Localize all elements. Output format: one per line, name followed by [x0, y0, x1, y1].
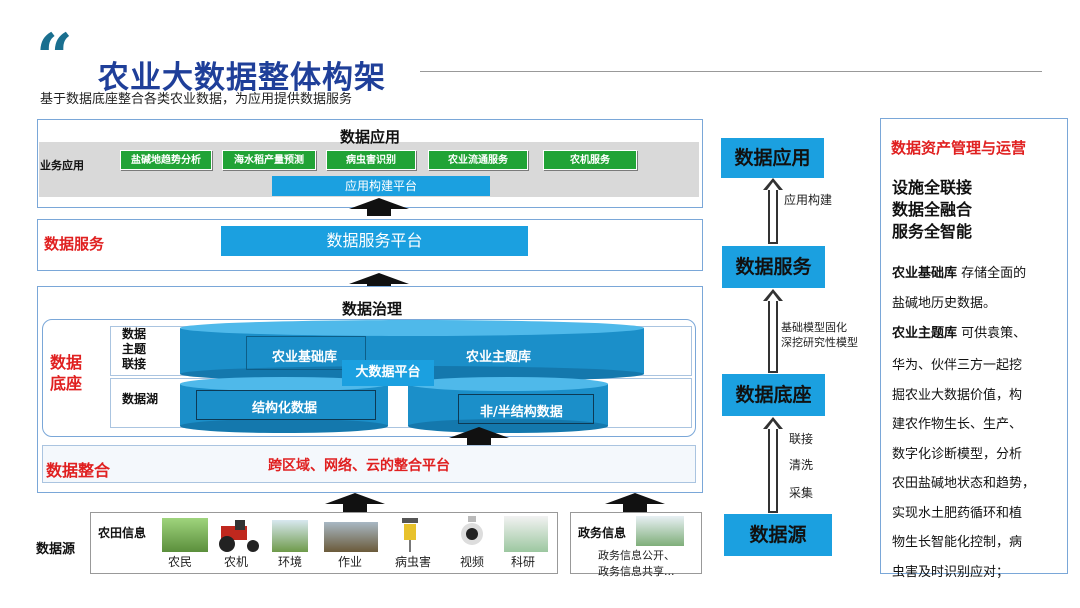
- app-agri-circulation[interactable]: 农业流通服务: [428, 150, 528, 170]
- camera-icon: [458, 516, 486, 552]
- arrow-up-icon: [449, 427, 509, 438]
- theme-lib-line: 建农作物生长、生产、: [892, 417, 1023, 432]
- integration-row: [42, 445, 696, 483]
- theme-lib-line: 掘农业大数据价值，构: [892, 387, 1023, 403]
- flow-data-source: 数据源: [724, 514, 832, 556]
- app-saline-trend[interactable]: 盐碱地趋势分析: [120, 150, 212, 170]
- data-source-label: 数据源: [36, 542, 76, 557]
- flow-data-base: 数据底座: [722, 374, 825, 416]
- title-divider: [420, 71, 1042, 72]
- point-service: 服务全智能: [892, 222, 973, 241]
- arrow-up-icon: [605, 493, 665, 504]
- farm-item-label: 视频: [459, 555, 484, 569]
- basic-lib-text: 存储全面的: [961, 266, 1027, 281]
- point-facility: 设施全联接: [892, 178, 973, 197]
- agri-theme-lib: 农业主题库: [466, 350, 532, 365]
- farm-item-label: 环境: [277, 555, 302, 569]
- farm-item-label: 农民: [167, 555, 192, 569]
- field-photo-icon: [272, 520, 308, 552]
- flow-data-service: 数据服务: [722, 246, 825, 288]
- quote-mark-icon: “: [36, 20, 73, 95]
- bigdata-platform: 大数据平台: [342, 360, 434, 386]
- structured-data: 结构化数据: [252, 401, 318, 416]
- service-layer-label: 数据服务: [44, 235, 105, 253]
- pest-trap-icon: [398, 518, 422, 552]
- asset-panel-title: 数据资产管理与运营: [891, 139, 1027, 157]
- model-note-1: 基础模型固化: [781, 321, 847, 334]
- integration-platform: 跨区域、网络、云的整合平台: [268, 458, 450, 474]
- arrow-stem: [367, 208, 391, 216]
- model-note-2: 深挖研究性模型: [781, 336, 858, 349]
- arrow-up-icon: [349, 273, 409, 284]
- data-service-platform: 数据服务平台: [221, 226, 528, 256]
- theme-lib-text: 可供袁策、: [961, 326, 1027, 341]
- tractor-icon: [213, 520, 263, 552]
- agri-basic-lib: 农业基础库: [272, 350, 338, 365]
- arrow-stem: [343, 503, 367, 512]
- theme-lib-title: 农业主题库: [892, 326, 958, 341]
- gov-photo-icon: [636, 516, 684, 546]
- data-base-label: 数据 底座: [50, 353, 83, 393]
- app-layer-title: 数据应用: [340, 128, 401, 146]
- theme-lib-line: 数字化诊断模型，分析: [892, 446, 1023, 462]
- arrow-up-icon: [325, 493, 385, 504]
- business-app-label: 业务应用: [40, 159, 84, 172]
- page-subtitle: 基于数据底座整合各类农业数据，为应用提供数据服务: [40, 92, 353, 107]
- collect-note: 采集: [789, 486, 814, 500]
- theme-lib-line: 物生长智能化控制，病: [892, 535, 1023, 550]
- app-farm-machinery[interactable]: 农机服务: [543, 150, 637, 170]
- page-title: 农业大数据整体构架: [98, 60, 386, 96]
- farm-item-label: 科研: [510, 555, 535, 569]
- structured-cylinder: [180, 377, 388, 433]
- asset-management-panel: [880, 118, 1068, 574]
- field-work-icon: [324, 522, 378, 552]
- app-build-platform: 应用构建平台: [272, 176, 490, 196]
- farm-item-label: 病虫害: [394, 555, 431, 569]
- hollow-arrow-up-icon: [763, 289, 783, 373]
- gov-info-line2: 政务信息共享...: [598, 565, 675, 578]
- basic-lib-frame: [246, 336, 366, 370]
- flow-data-app: 数据应用: [721, 138, 824, 178]
- arrow-up-icon: [349, 198, 409, 209]
- unstructured-data: 非/半结构数据: [480, 405, 563, 420]
- integration-label: 数据整合: [46, 461, 111, 480]
- hollow-arrow-up-icon: [763, 417, 783, 513]
- theme-lib-line: 实现水土肥药循环和植: [892, 505, 1023, 521]
- farm-item-label: 农机: [223, 555, 248, 569]
- app-pest-recognition[interactable]: 病虫害识别: [326, 150, 416, 170]
- theme-lib-body: 华为、伙伴三方一起挖 掘农业大数据价值，构 建农作物生长、生产、 数字化诊断模型…: [892, 351, 1035, 587]
- theme-lib-line: 虫害及时识别应对；: [892, 564, 1010, 580]
- gov-info-title: 政务信息: [578, 526, 627, 540]
- gov-info-line1: 政务信息公开、: [598, 549, 675, 562]
- unstructured-cylinder: [408, 377, 608, 433]
- arrow-stem: [623, 503, 647, 512]
- hollow-arrow-up-icon: [763, 178, 783, 244]
- theme-connect-label: 数据 主题 联接: [122, 327, 147, 371]
- basic-lib-line2: 盐碱地历史数据。: [892, 296, 997, 311]
- theme-lib-line: 农田盐碱地状态和趋势，: [892, 476, 1036, 491]
- point-data: 数据全融合: [892, 200, 973, 219]
- unstructured-frame: [458, 394, 594, 424]
- farmer-photo-icon: [162, 518, 208, 552]
- farm-info-title: 农田信息: [98, 526, 147, 540]
- data-lake-label: 数据湖: [122, 392, 159, 406]
- theme-lib-line: 华为、伙伴三方一起挖: [892, 358, 1023, 373]
- app-rice-yield[interactable]: 海水稻产量预测: [222, 150, 316, 170]
- basic-lib-title: 农业基础库: [892, 266, 958, 281]
- farm-item-label: 作业: [337, 555, 362, 569]
- research-photo-icon: [504, 516, 548, 552]
- clean-note: 清洗: [789, 458, 814, 472]
- app-build-note: 应用构建: [784, 193, 833, 207]
- governance-title: 数据治理: [342, 300, 403, 318]
- theme-lib-desc: 农业主题库 可供袁策、: [892, 322, 1026, 341]
- connect-note: 联接: [789, 432, 814, 446]
- structured-frame: [196, 390, 376, 420]
- basic-lib-desc: 农业基础库 存储全面的: [892, 262, 1026, 281]
- arrow-stem: [467, 437, 491, 445]
